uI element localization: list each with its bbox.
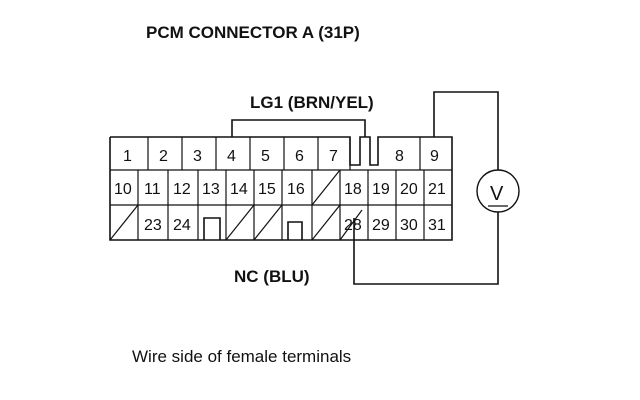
terminal-row-3: 23 24 28 29 30 31 xyxy=(144,217,446,234)
caption: Wire side of female terminals xyxy=(132,347,351,366)
terminal-label: 9 xyxy=(430,148,439,165)
terminal-label: 18 xyxy=(344,181,362,198)
terminal-label: 4 xyxy=(227,148,236,165)
terminal-label: 14 xyxy=(230,181,248,198)
terminal-row-2: 10 11 12 13 14 15 16 18 19 20 21 xyxy=(114,181,446,198)
terminal-label: 24 xyxy=(173,217,191,234)
terminal-label: 11 xyxy=(144,181,161,198)
terminal-label: 19 xyxy=(372,181,390,198)
terminal-row-1: 1 2 3 4 5 6 7 8 9 xyxy=(123,148,439,165)
terminal-label: 21 xyxy=(428,181,446,198)
terminal-label: 1 xyxy=(123,148,132,165)
terminal-label: 16 xyxy=(287,181,305,198)
terminal-label: 15 xyxy=(258,181,276,198)
connector-title: PCM CONNECTOR A (31P) xyxy=(146,23,360,42)
terminal-label: 28 xyxy=(344,217,362,234)
terminal-label: 29 xyxy=(372,217,390,234)
terminal-label: 31 xyxy=(428,217,446,234)
connector-housing xyxy=(109,119,453,241)
terminal-label: 8 xyxy=(395,148,404,165)
test-leads xyxy=(353,91,499,285)
probe-top-label: LG1 (BRN/YEL) xyxy=(250,93,374,112)
terminal-label: 12 xyxy=(173,181,191,198)
terminal-label: 10 xyxy=(114,181,132,198)
terminal-label: 6 xyxy=(295,148,304,165)
probe-bottom-label: NC (BLU) xyxy=(234,267,310,286)
terminal-label: 23 xyxy=(144,217,162,234)
terminal-label: 3 xyxy=(193,148,202,165)
terminal-label: 5 xyxy=(261,148,270,165)
terminal-label: 13 xyxy=(202,181,220,198)
voltmeter-icon: V xyxy=(476,169,520,213)
terminal-label: 30 xyxy=(400,217,418,234)
terminal-label: 7 xyxy=(329,148,338,165)
meter-symbol: V xyxy=(490,183,504,205)
terminal-label: 2 xyxy=(159,148,168,165)
terminal-label: 20 xyxy=(400,181,418,198)
